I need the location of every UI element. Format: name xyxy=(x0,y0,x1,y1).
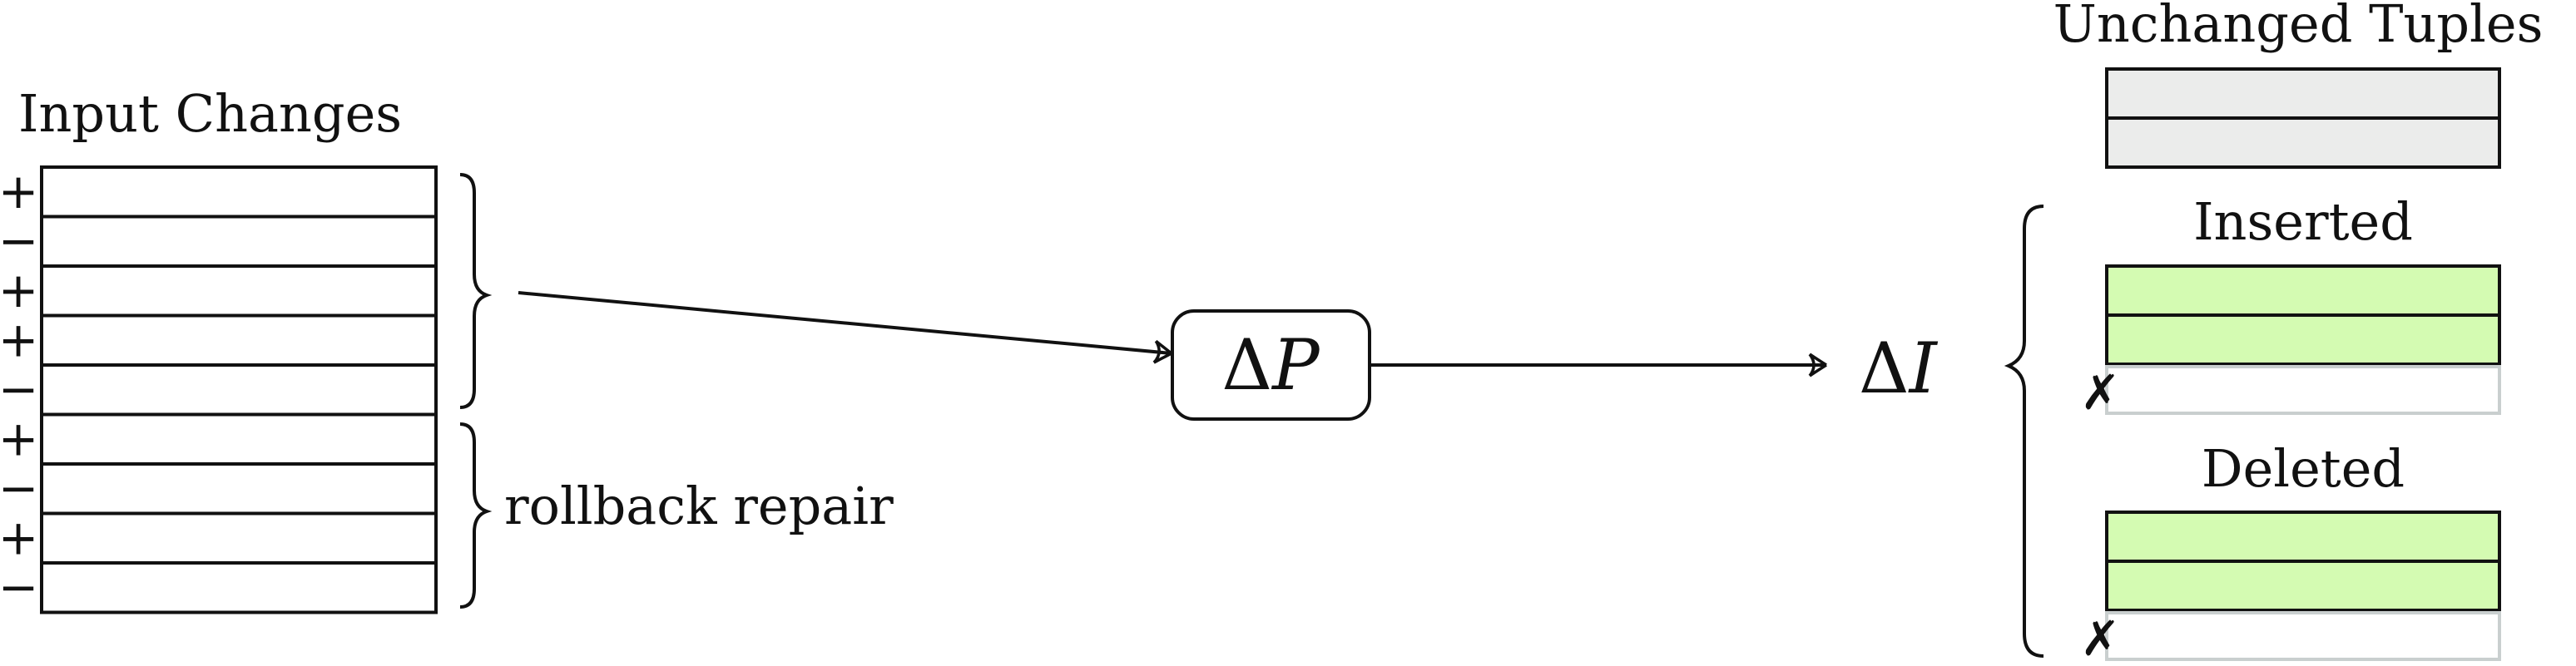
delta-i-brace xyxy=(2004,205,2044,658)
input-change-row xyxy=(40,561,438,614)
change-sign: − xyxy=(0,212,38,269)
unchanged-tuples-table xyxy=(2105,67,2501,169)
input-change-row xyxy=(40,363,438,417)
inserted-title: Inserted xyxy=(2193,191,2413,252)
changes-to-delta-p-arrow xyxy=(518,291,1173,364)
tuple-row xyxy=(2105,67,2501,120)
input-change-row xyxy=(40,412,438,466)
change-sign: − xyxy=(0,361,38,417)
rollback-repair-label: rollback repair xyxy=(504,476,894,536)
input-change-row xyxy=(40,165,438,219)
tuple-row xyxy=(2105,264,2501,317)
delta-p-label: ΔP xyxy=(1221,324,1320,406)
unchanged-tuples-title: Unchanged Tuples xyxy=(2053,0,2544,54)
changes-brace xyxy=(459,173,493,409)
input-change-row xyxy=(40,264,438,318)
tuple-row xyxy=(2105,560,2501,612)
change-sign: − xyxy=(0,559,38,615)
deleted-table xyxy=(2105,511,2501,661)
input-change-signs: +−++−+−+− xyxy=(0,163,38,615)
inserted-reject-mark: ✗ xyxy=(2080,364,2121,421)
change-sign: − xyxy=(0,460,38,516)
change-sign: + xyxy=(0,509,38,565)
inserted-table xyxy=(2105,264,2501,415)
change-sign: + xyxy=(0,163,38,220)
rollback-brace xyxy=(459,422,493,609)
tuple-row xyxy=(2105,116,2501,169)
tuple-row xyxy=(2105,313,2501,366)
rejected-tuple-row xyxy=(2105,611,2501,661)
input-change-row xyxy=(40,462,438,516)
input-changes-title: Input Changes xyxy=(18,83,402,144)
input-change-row xyxy=(40,511,438,565)
change-sign: + xyxy=(0,311,38,368)
input-change-row xyxy=(40,215,438,268)
change-sign: + xyxy=(0,262,38,318)
deleted-reject-mark: ✗ xyxy=(2080,610,2121,662)
delta-p-node: ΔP xyxy=(1171,309,1371,421)
delta-i-label: ΔI xyxy=(1859,328,1939,409)
input-changes-table xyxy=(40,165,438,614)
tuple-row xyxy=(2105,511,2501,563)
rejected-tuple-row xyxy=(2105,365,2501,415)
input-change-row xyxy=(40,313,438,367)
change-sign: + xyxy=(0,410,38,466)
deleted-title: Deleted xyxy=(2202,438,2405,499)
